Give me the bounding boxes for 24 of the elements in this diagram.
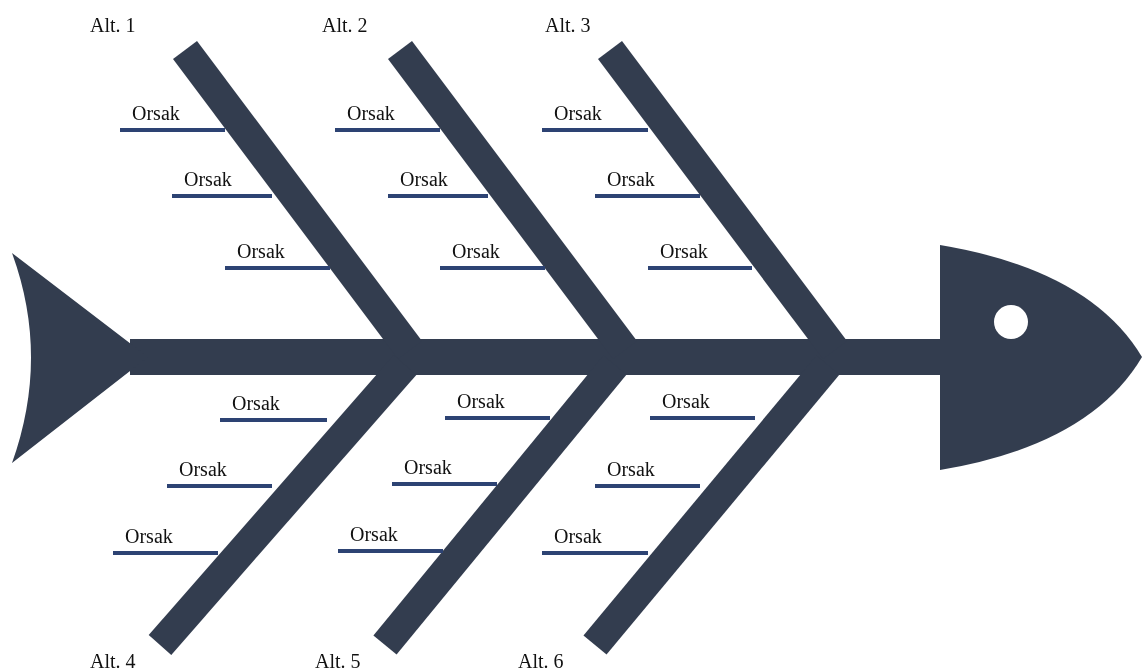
cause-label: Orsak (237, 240, 285, 262)
cause-label: Orsak (132, 102, 180, 124)
cause-label: Orsak (347, 102, 395, 124)
cause-label: Orsak (350, 523, 398, 545)
cause-label: Orsak (400, 168, 448, 190)
category-label: Alt. 2 (322, 14, 368, 36)
category-label: Alt. 1 (90, 14, 136, 36)
cause-label: Orsak (607, 458, 655, 480)
cause-label: Orsak (452, 240, 500, 262)
cause-label: Orsak (125, 525, 173, 547)
cause-label: Orsak (662, 390, 710, 412)
cause-label: Orsak (179, 458, 227, 480)
cause-label: Orsak (457, 390, 505, 412)
cause-label: Orsak (404, 456, 452, 478)
cause-label: Orsak (232, 392, 280, 414)
category-label: Alt. 5 (315, 650, 361, 671)
category-label: Alt. 3 (545, 14, 591, 36)
cause-label: Orsak (607, 168, 655, 190)
category-label: Alt. 6 (518, 650, 564, 671)
category-label: Alt. 4 (90, 650, 136, 671)
cause-label: Orsak (554, 525, 602, 547)
cause-label: Orsak (554, 102, 602, 124)
cause-label: Orsak (660, 240, 708, 262)
cause-label: Orsak (184, 168, 232, 190)
